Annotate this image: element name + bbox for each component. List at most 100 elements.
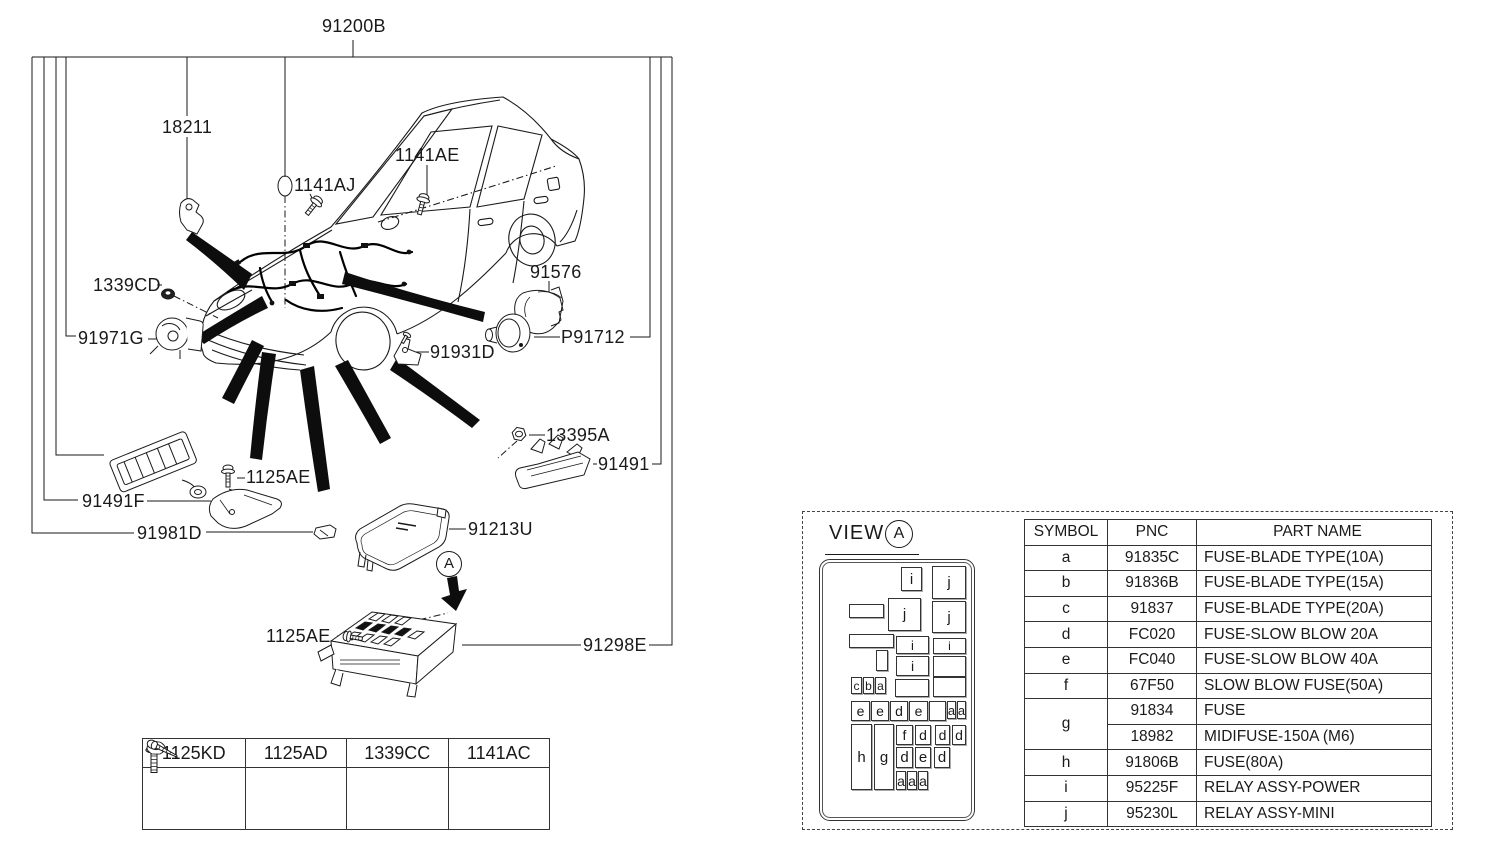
view-a-circle-marker: A [885, 520, 913, 548]
part-1125ae-bolt-upper [221, 464, 235, 488]
fuse-cell-a: a [896, 771, 906, 790]
label-1125AE-upper: 1125AE [246, 467, 311, 487]
label-P91712: P91712 [561, 327, 625, 347]
part-1141aj-screw [304, 195, 323, 217]
car-outline [199, 96, 585, 371]
fuse-cell-h: h [851, 724, 872, 790]
screw-icon [146, 739, 550, 829]
part-name-cell: RELAY ASSY-MINI [1196, 800, 1432, 828]
part-13395a-nut [511, 426, 527, 442]
pnc-cell: 67F50 [1107, 672, 1197, 700]
part-1339cd-grommet [161, 288, 175, 300]
fuse-cell-blank [849, 604, 884, 618]
fuse-cell-a: a [957, 701, 966, 719]
fastener-table: 1125KD 1125AD 1339CC 1141AC [142, 738, 550, 830]
nut-icon [146, 741, 448, 829]
pnc-cell: 95225F [1107, 774, 1197, 802]
part-91213u-cover [355, 503, 450, 572]
fastener-col-1141AC: 1141AC [447, 739, 549, 768]
fuse-cell-d: d [915, 725, 931, 745]
part-name-cell: SLOW BLOW FUSE(50A) [1196, 672, 1432, 700]
symbol-cell: h [1024, 749, 1108, 776]
leader-wedges [186, 232, 485, 492]
symbol-cell: c [1024, 595, 1108, 623]
flange-bolt-icon [145, 740, 347, 829]
fuse-cell-i: i [896, 636, 929, 654]
label-18211: 18211 [162, 117, 213, 137]
symbol-cell: e [1024, 646, 1108, 674]
fuse-cell-a: a [947, 701, 956, 719]
fuse-cell-f: f [896, 725, 913, 745]
fuse-cell-a: a [875, 677, 886, 694]
fastener-col-1339CC: 1339CC [346, 739, 448, 768]
symbol-cell: a [1024, 544, 1108, 572]
fuse-cell-g: g [874, 724, 894, 790]
part-18211-bracket [179, 198, 204, 235]
label-91213U: 91213U [468, 519, 533, 539]
fuse-cell-e: e [909, 701, 928, 721]
label-13395A: 13395A [546, 425, 610, 445]
part-name-cell: FUSE-SLOW BLOW 40A [1196, 646, 1432, 674]
fuse-cell-a: a [918, 771, 928, 790]
part-p91712-horn [485, 313, 531, 353]
fastener-col-1125KD: 1125KD [143, 739, 245, 768]
fuse-cell-e: e [915, 747, 931, 768]
fuse-cell-blank [933, 656, 966, 677]
label-91576: 91576 [530, 262, 582, 282]
fuse-cell-blank [933, 677, 966, 697]
fuse-cell-blank [876, 650, 888, 671]
fuse-cell-i: i [901, 567, 922, 591]
fuse-cell-j: j [932, 566, 966, 599]
symbol-cell: i [1024, 774, 1108, 802]
label-91971G: 91971G [78, 328, 144, 348]
part-91981d-clip [313, 524, 337, 540]
symbol-cell: f [1024, 672, 1108, 700]
header-symbol: SYMBOL [1024, 519, 1108, 546]
pnc-cell: 91835C [1107, 544, 1197, 572]
label-91981D: 91981D [137, 523, 202, 543]
part-name-cell: FUSE(80A) [1196, 749, 1432, 776]
part-91491f-bracket [208, 488, 282, 529]
fuse-cell-c: c [851, 677, 862, 694]
symbol-cell: d [1024, 621, 1108, 648]
pnc-cell: 91806B [1107, 749, 1197, 776]
label-1339CD: 1339CD [93, 275, 161, 295]
symbol-cell: j [1024, 800, 1108, 828]
fuse-cell-a: a [907, 771, 917, 790]
fuse-cell-d: d [934, 747, 950, 768]
pnc-cell: 91836B [1107, 570, 1197, 597]
view-a-underline [825, 554, 919, 555]
fuse-cell-d: d [935, 725, 950, 745]
pnc-cell: FC020 [1107, 621, 1197, 648]
fuse-cell-b: b [863, 677, 874, 694]
pnc-cell: 91837 [1107, 595, 1197, 623]
part-91491-bracket [515, 434, 591, 490]
label-1141AE: 1141AE [395, 145, 460, 165]
wiring-diagram-art [31, 40, 673, 698]
pnc-cell: 95230L [1107, 800, 1197, 828]
label-1141AJ: 1141AJ [294, 175, 356, 195]
label-91931D: 91931D [430, 342, 495, 362]
fuse-cell-e: e [871, 701, 889, 721]
label-1125AE-lower: 1125AE [266, 626, 331, 646]
fuse-cell-i: i [933, 638, 966, 654]
fuse-cell-blank [929, 701, 946, 721]
fuse-table-header-row: SYMBOL PNC PART NAME [1024, 519, 1432, 546]
pnc-cell: FC040 [1107, 646, 1197, 674]
fuse-cell-e: e [851, 701, 870, 721]
part-name-cell: FUSE-SLOW BLOW 20A [1196, 621, 1432, 648]
label-91491F: 91491F [82, 491, 145, 511]
part-91971g-horn [149, 317, 204, 359]
label-91200B: 91200B [322, 16, 386, 36]
part-91298e-fusebox [317, 611, 458, 698]
fuse-cell-i: i [896, 656, 929, 676]
part-name-cell: RELAY ASSY-POWER [1196, 774, 1432, 802]
part-name-cell: FUSE [1196, 698, 1432, 725]
part-1125ae-bolt-lower [342, 630, 364, 643]
